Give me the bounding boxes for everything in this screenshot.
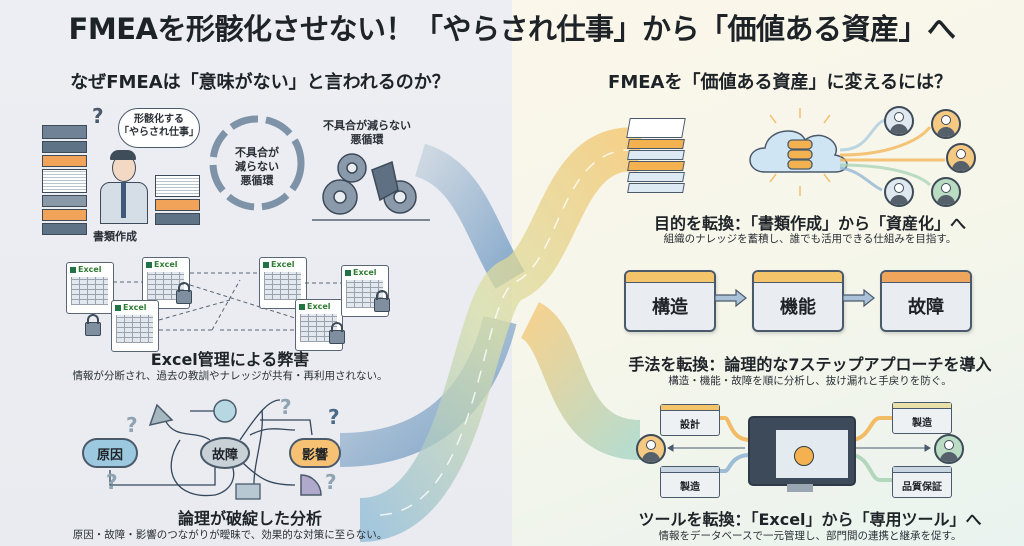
- cycle-label-line-3: 悪循環: [240, 174, 274, 187]
- lock-icon: [329, 322, 345, 344]
- step-failure: 故障: [880, 270, 972, 332]
- dept-manufacturing-left-label: 製造: [680, 482, 700, 493]
- step-function: 機能: [752, 270, 844, 332]
- dept-design-label: 設計: [680, 420, 700, 431]
- cause-node: 原因: [82, 438, 138, 468]
- thought-line-1: 形骸化する: [134, 114, 184, 125]
- excel-label: Excel: [263, 260, 295, 269]
- tool-description: 情報をデータベースで一元管理し、部門間の連携と継承を促す。: [658, 530, 962, 542]
- user-avatar-icon: [884, 106, 914, 136]
- gears-label: 不具合が減らない 悪循環: [312, 119, 422, 147]
- road-main-s-curve: [358, 127, 643, 542]
- thought-bubble: 形骸化する 「やらされ仕事」: [118, 108, 200, 148]
- question-mark-icon: ?: [325, 470, 337, 494]
- arrow-right-icon: [714, 288, 747, 308]
- excel-file-3: Excel: [111, 300, 159, 352]
- purpose-description: 組織のナレッジを蓄積し、誰でも活用できる仕組みを目指す。: [663, 233, 957, 245]
- excel-label: Excel: [146, 260, 178, 269]
- paperwork-label: 書類作成: [93, 230, 137, 243]
- user-avatar-icon: [934, 434, 964, 464]
- road-to-tools: [518, 302, 642, 460]
- question-mark-icon: ?: [328, 405, 340, 429]
- excel-label: Excel: [115, 303, 147, 312]
- excel-file-1: Excel: [66, 262, 114, 314]
- excel-heading: Excel管理による弊害: [150, 350, 310, 369]
- cycle-label: 不具合が 減らない 悪循環: [227, 146, 287, 188]
- lock-icon: [176, 282, 192, 304]
- user-avatar-icon: [946, 143, 976, 173]
- quarter-shape: [300, 474, 322, 496]
- left-section-title: なぜFMEAは「意味がない」と言われるのか？: [70, 72, 450, 93]
- paper-stack-icon: [42, 125, 87, 235]
- lock-icon: [85, 314, 101, 336]
- tool-heading: ツールを転換：「Excel」から「専用ツール」へ: [638, 510, 982, 529]
- circle-shape: [213, 399, 237, 423]
- triangle-shape: [148, 403, 174, 427]
- dept-window-manufacturing-right: 製造: [892, 402, 952, 434]
- database-icon: [794, 446, 814, 466]
- gears-label-line-1: 不具合が減らない: [323, 119, 411, 132]
- document-shape: [235, 483, 261, 500]
- thought-line-2: 「やらされ仕事」: [119, 127, 199, 138]
- step-structure-label: 構造: [652, 297, 688, 318]
- dept-window-manufacturing-left: 製造: [660, 466, 720, 498]
- excel-description: 情報が分断され、過去の教訓やナレッジが共有・再利用されない。: [72, 370, 388, 382]
- monitor-stand: [787, 484, 813, 492]
- purpose-heading: 目的を転換：「書類作成」から「資産化」へ: [653, 214, 966, 233]
- question-mark-icon: ?: [280, 395, 292, 419]
- paper-stack-right-icon: [155, 175, 200, 225]
- dept-window-design: 設計: [660, 404, 720, 436]
- gears-label-line-2: 悪循環: [350, 133, 384, 146]
- question-mark-icon: ?: [92, 104, 104, 128]
- excel-label: Excel: [70, 265, 102, 274]
- cycle-label-line-2: 減らない: [235, 160, 279, 173]
- effect-node: 影響: [289, 438, 341, 468]
- failure-node: 故障: [200, 437, 250, 469]
- method-heading: 手法を転換：論理的な7ステップアプローチを導入: [628, 355, 992, 374]
- dept-quality-label: 品質保証: [902, 482, 942, 493]
- monitor-icon: [748, 416, 856, 486]
- arrow-right-icon: [842, 288, 875, 308]
- right-section-title: FMEAを「価値ある資産」に変えるには？: [608, 72, 952, 93]
- dept-manufacturing-right-label: 製造: [912, 418, 932, 429]
- user-avatar-icon: [931, 109, 961, 139]
- question-mark-icon: ?: [106, 470, 118, 494]
- excel-label: Excel: [299, 302, 331, 311]
- step-function-label: 機能: [780, 297, 816, 318]
- user-avatar-icon: [636, 434, 666, 464]
- logic-description: 原因・故障・影響のつながりが曖昧で、効果的な対策に至らない。: [72, 529, 388, 541]
- method-description: 構造・機能・故障を順に分析し、抜け漏れと手戻りを防ぐ。: [668, 375, 952, 387]
- user-avatar-icon: [884, 177, 914, 207]
- cycle-label-line-1: 不具合が: [235, 146, 279, 159]
- step-failure-label: 故障: [908, 297, 944, 318]
- step-structure: 構造: [624, 270, 716, 332]
- dept-window-quality: 品質保証: [892, 466, 952, 498]
- stressed-person-icon: [94, 150, 154, 224]
- logic-heading: 論理が破綻した分析: [177, 509, 322, 528]
- page-title: FMEAを形骸化させない！「やらされ仕事」から「価値ある資産」へ: [68, 12, 956, 46]
- lock-icon: [374, 290, 390, 312]
- question-mark-icon: ?: [126, 413, 138, 437]
- excel-file-4: Excel: [259, 257, 307, 309]
- user-avatar-icon: [931, 177, 961, 207]
- excel-label: Excel: [345, 268, 377, 277]
